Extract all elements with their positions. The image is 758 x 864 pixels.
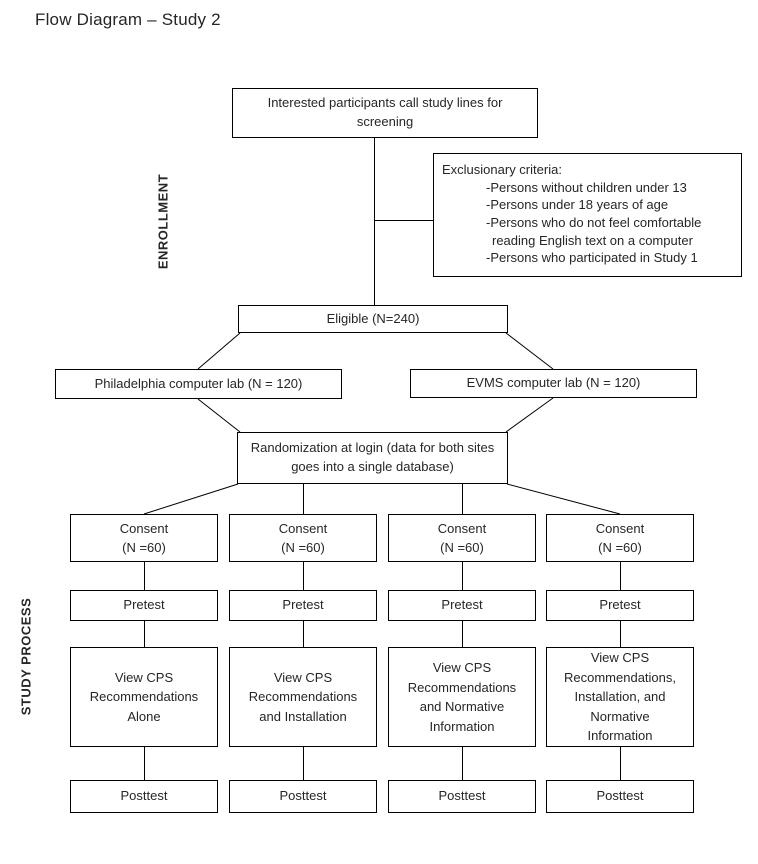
intervention-text: View CPS Recommendations, Installation, … <box>564 650 676 744</box>
consent-box-1: Consent (N =60) <box>70 514 218 562</box>
connector-eligible-to-philadelphia <box>197 332 241 370</box>
consent-n: (N =60) <box>281 540 325 555</box>
exclusion-item: -Persons under 18 years of age <box>486 197 669 213</box>
exclusion-heading: Exclusionary criteria: <box>442 162 562 177</box>
eligible-box: Eligible (N=240) <box>238 305 508 333</box>
pretest-box-1: Pretest <box>70 590 218 621</box>
eligible-box-text: Eligible (N=240) <box>326 310 420 326</box>
site-box-evms: EVMS computer lab (N = 120) <box>410 369 697 398</box>
site-box-evms-text: EVMS computer lab (N = 120) <box>466 375 641 391</box>
posttest-label: Posttest <box>438 788 486 804</box>
intervention-text: View CPS Recommendations Alone <box>89 669 199 724</box>
consent-label: Consent <box>595 520 645 536</box>
pretest-label: Pretest <box>282 597 324 613</box>
connector-evms-to-randomization <box>505 397 554 433</box>
pretest-label: Pretest <box>441 597 483 613</box>
pretest-label: Pretest <box>123 597 165 613</box>
intervention-box-2: View CPS Recommendations and Installatio… <box>229 647 377 747</box>
posttest-box-4: Posttest <box>546 780 694 813</box>
connector-eligible-to-evms <box>505 332 554 370</box>
study-process-section-label: STUDY PROCESS <box>18 597 34 716</box>
randomization-box-text: Randomization at login (data for both si… <box>250 440 495 474</box>
page-title: Flow Diagram – Study 2 <box>35 10 221 29</box>
posttest-label: Posttest <box>120 788 168 804</box>
pretest-box-4: Pretest <box>546 590 694 621</box>
intervention-box-1: View CPS Recommendations Alone <box>70 647 218 747</box>
posttest-box-2: Posttest <box>229 780 377 813</box>
intervention-box-4: View CPS Recommendations, Installation, … <box>546 647 694 747</box>
exclusion-item: -Persons who do not feel comfortable rea… <box>486 215 702 248</box>
randomization-box: Randomization at login (data for both si… <box>237 432 508 484</box>
consent-label: Consent <box>437 520 487 536</box>
exclusion-item: -Persons without children under 13 <box>486 179 687 195</box>
connector-philadelphia-to-randomization <box>197 398 241 433</box>
pretest-box-2: Pretest <box>229 590 377 621</box>
posttest-label: Posttest <box>279 788 327 804</box>
intervention-text: View CPS Recommendations and Installatio… <box>248 669 358 724</box>
pretest-label: Pretest <box>599 597 641 613</box>
posttest-box-1: Posttest <box>70 780 218 813</box>
consent-n: (N =60) <box>122 540 166 555</box>
site-box-philadelphia-text: Philadelphia computer lab (N = 120) <box>94 375 303 391</box>
consent-n: (N =60) <box>598 540 642 555</box>
pretest-box-3: Pretest <box>388 590 536 621</box>
consent-label: Consent <box>278 520 328 536</box>
intervention-box-3: View CPS Recommendations and Normative I… <box>388 647 536 747</box>
intervention-text: View CPS Recommendations and Normative I… <box>407 660 517 734</box>
screening-box-text: Interested participants call study lines… <box>267 95 503 129</box>
consent-box-3: Consent (N =60) <box>388 514 536 562</box>
exclusion-box: Exclusionary criteria: -Persons without … <box>433 153 742 277</box>
site-box-philadelphia: Philadelphia computer lab (N = 120) <box>55 369 342 399</box>
consent-label: Consent <box>119 520 169 536</box>
connector-randomization-to-consent-4 <box>506 483 621 515</box>
enrollment-section-label: ENROLLMENT <box>155 173 171 270</box>
connector-randomization-to-consent-1 <box>143 483 239 515</box>
consent-box-2: Consent (N =60) <box>229 514 377 562</box>
screening-box: Interested participants call study lines… <box>232 88 538 138</box>
posttest-label: Posttest <box>596 788 644 804</box>
consent-box-4: Consent (N =60) <box>546 514 694 562</box>
consent-n: (N =60) <box>440 540 484 555</box>
posttest-box-3: Posttest <box>388 780 536 813</box>
exclusion-item: -Persons who participated in Study 1 <box>486 250 698 266</box>
